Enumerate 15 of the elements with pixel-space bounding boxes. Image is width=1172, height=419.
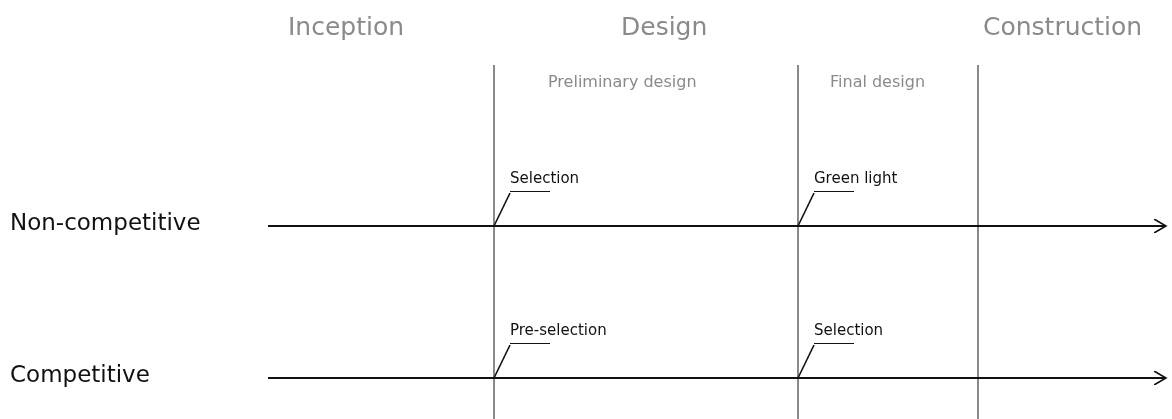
subphase-title: Final design xyxy=(830,72,926,91)
leader-line xyxy=(493,192,511,227)
milestone-label: Selection xyxy=(510,168,580,192)
milestone-label: Green light xyxy=(814,168,898,192)
leader-line xyxy=(797,344,815,379)
phase-title: Inception xyxy=(288,12,405,41)
phase-title: Construction xyxy=(983,12,1143,41)
leader-line xyxy=(797,192,815,227)
milestone-label: Selection xyxy=(814,320,884,344)
subphase-title: Preliminary design xyxy=(548,72,697,91)
phase-title: Design xyxy=(621,12,708,41)
row-label: Non-competitive xyxy=(10,209,201,235)
leader-line xyxy=(493,344,511,379)
row-label: Competitive xyxy=(10,361,150,387)
milestone-label: Pre-selection xyxy=(510,320,607,344)
